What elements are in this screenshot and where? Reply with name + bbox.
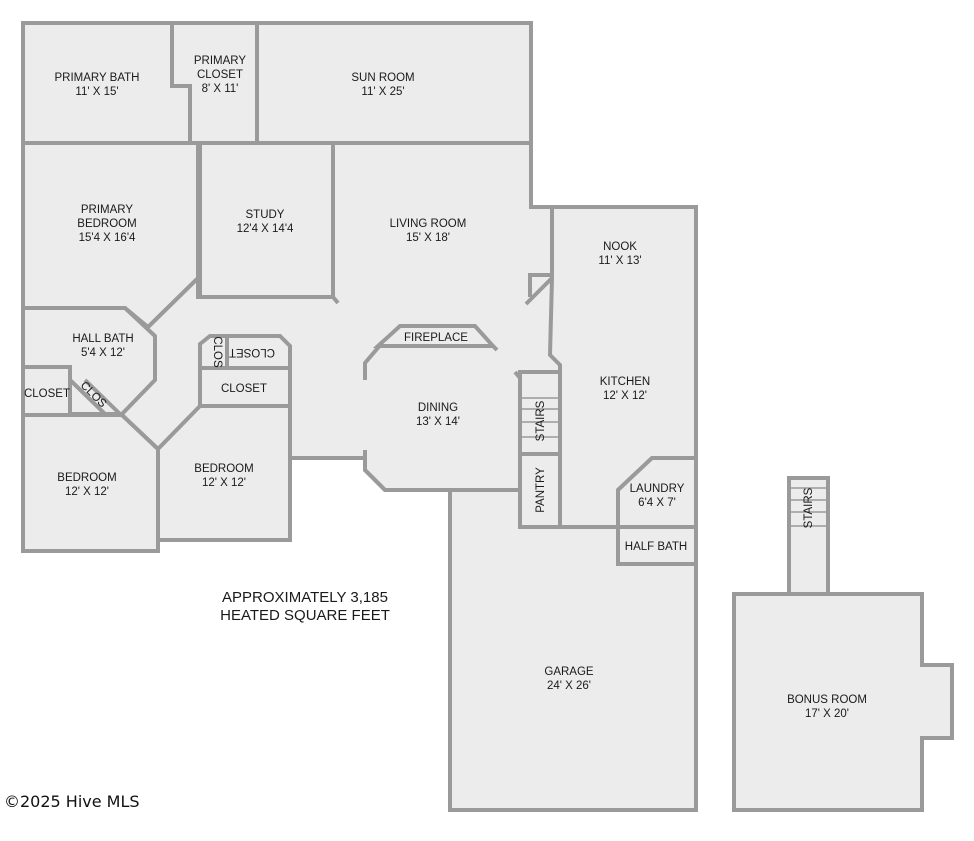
label-half-bath: HALF BATH: [625, 541, 687, 553]
wall-stairs-top: [513, 370, 522, 454]
label-primary-bath: PRIMARY BATH: [55, 72, 140, 84]
room-garage: [448, 488, 698, 812]
wall-dining-right: [491, 344, 499, 352]
room-half-bath: [616, 525, 698, 566]
size-study: 12'4 X 14'4: [237, 223, 294, 235]
note-line-1: APPROXIMATELY 3,185: [222, 589, 388, 606]
label-clos-small: CLOS: [211, 336, 223, 368]
wall-nook-diag: [524, 276, 554, 306]
label-primary-closet-2: CLOSET: [197, 69, 243, 81]
size-primary-bedroom: 15'4 X 16'4: [79, 232, 136, 244]
label-closet-mirrored: CLOSET: [229, 346, 275, 358]
label-pantry: PANTRY: [535, 467, 547, 513]
wall-dining-left: [363, 341, 384, 380]
label-dining: DINING: [418, 402, 458, 414]
size-living-room: 15' X 18': [406, 232, 450, 244]
label-study: STUDY: [246, 209, 285, 221]
label-sun-room: SUN ROOM: [351, 72, 414, 84]
label-garage: GARAGE: [544, 666, 594, 678]
label-hall-bath: HALL BATH: [72, 333, 133, 345]
label-primary-bedroom-2: BEDROOM: [77, 218, 136, 230]
label-bonus-room: BONUS ROOM: [787, 694, 867, 706]
label-closet-center: CLOSET: [221, 383, 267, 395]
label-living-room: LIVING ROOM: [390, 218, 467, 230]
room-closet-left: [21, 365, 72, 417]
size-hall-bath: 5'4 X 12': [81, 347, 125, 359]
size-sun-room: 11' X 25': [361, 86, 404, 98]
stairs-bonus: [787, 476, 830, 596]
size-primary-bath: 11' X 15': [75, 86, 118, 98]
size-bedroom-center: 12' X 12': [202, 477, 246, 489]
size-bedroom-left: 12' X 12': [65, 486, 109, 498]
size-garage: 24' X 26': [547, 680, 591, 692]
size-kitchen: 12' X 12': [603, 390, 647, 402]
label-closet-left: CLOSET: [24, 388, 70, 400]
label-stairs-main: STAIRS: [535, 400, 547, 441]
room-bonus: [732, 592, 954, 812]
label-bedroom-center: BEDROOM: [194, 463, 253, 475]
wall-living-corner: [196, 278, 340, 305]
label-primary-closet-1: PRIMARY: [194, 55, 247, 67]
size-primary-closet: 8' X 11': [202, 83, 239, 95]
wall-diag-bedroom: [146, 276, 200, 329]
size-dining: 13' X 14': [416, 416, 460, 428]
stairs-main: [518, 370, 562, 456]
room-fireplace: [372, 324, 498, 348]
size-laundry: 6'4 X 7': [638, 497, 676, 509]
label-kitchen: KITCHEN: [600, 376, 650, 388]
label-laundry: LAUNDRY: [630, 483, 685, 495]
copyright-text: ©2025 Hive MLS: [4, 792, 140, 811]
label-nook: NOOK: [603, 241, 637, 253]
note-line-2: HEATED SQUARE FEET: [220, 607, 390, 624]
label-stairs-bonus: STAIRS: [803, 487, 815, 528]
label-fireplace: FIREPLACE: [404, 332, 468, 344]
label-primary-bedroom-1: PRIMARY: [81, 204, 134, 216]
label-bedroom-left: BEDROOM: [57, 472, 116, 484]
size-bonus-room: 17' X 20': [805, 708, 849, 720]
room-closet-upper: [198, 334, 292, 370]
room-sun-room: [255, 21, 533, 145]
size-nook: 11' X 13': [598, 255, 641, 267]
